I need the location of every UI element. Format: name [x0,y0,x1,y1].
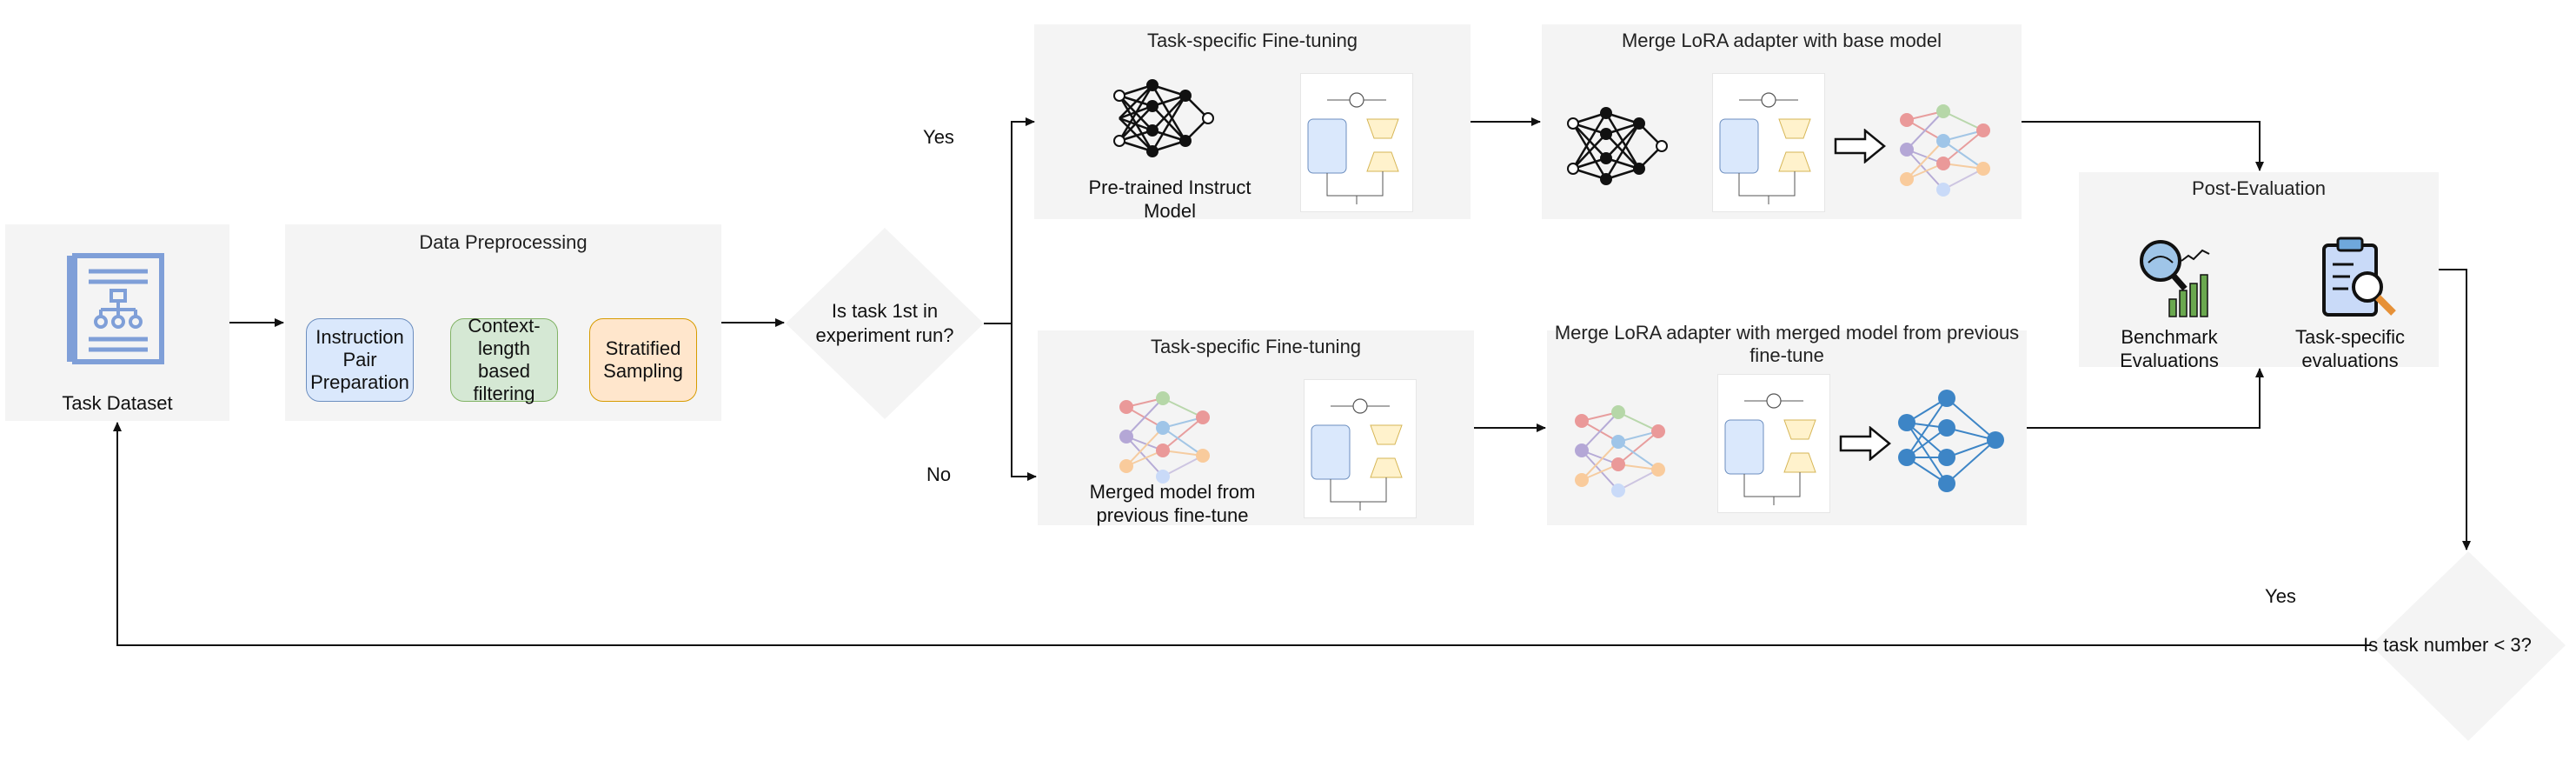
top-finetune-title: Task-specific Fine-tuning [1146,30,1358,51]
lora-diagram-icon [1307,92,1399,204]
top-merge-title: Merge LoRA adapter with base model [1621,30,1942,51]
task-dataset-panel: Task Dataset [5,224,229,421]
post-eval-title: Post-Evaluation [2191,177,2327,199]
lora-diagram-top-merge [1712,73,1825,212]
task-specific-label: Task-specific evaluations [2295,326,2405,371]
lora-diagram-icon [1724,393,1816,505]
arrow-top-merge-to-eval [2022,121,2264,171]
post-eval-panel: Post-Evaluation Benchmark Evaluations Ta… [2079,172,2439,371]
yes-label-2: Yes [2265,585,2296,607]
arrow-bottom-merge-to-eval [2027,368,2264,429]
document-hierarchy-icon [67,253,164,364]
decision1-label: Is task 1st in experiment run? [815,300,954,346]
pretrained-network-icon [1113,79,1214,157]
arrow-decision-yes [984,117,1035,324]
preprocessing-title: Data Preprocessing [419,231,588,253]
lora-diagram-top [1300,73,1413,212]
colored-network-icon [1900,104,1990,197]
bottom-finetune-title: Task-specific Fine-tuning [1150,336,1362,357]
arrow-eval-to-decision [2439,269,2471,550]
top-finetune-panel: Task-specific Fine-tuning Pre-trained In… [1034,24,1471,222]
clipboard-search-icon [2322,237,2396,317]
step-instruction-pair: Instruction Pair Preparation [306,318,414,402]
benchmark-label: Benchmark Evaluations [2120,326,2219,371]
step-stratified-sampling: Stratified Sampling [589,318,697,402]
bottom-finetune-panel: Task-specific Fine-tuning Merged model f… [1038,330,1474,526]
top-merge-panel: Merge LoRA adapter with base model [1542,24,2022,219]
bottom-merge-title: Merge LoRA adapter with merged model fro… [1554,322,2020,366]
no-label-1: No [926,464,952,485]
base-network-icon [1567,107,1668,185]
preprocessing-panel: Data Preprocessing Instruction Pair Prep… [285,224,721,421]
arrow-decision-no [1011,323,1037,481]
merged-network-icon [1575,405,1665,497]
lora-diagram-icon [1311,398,1403,510]
lora-diagram-icon [1719,92,1811,204]
lora-diagram-bottom-merge [1717,374,1830,513]
hollow-arrow-icon [1839,426,1891,461]
merged-network-icon [1119,391,1210,484]
bottom-merge-panel: Merge LoRA adapter with merged model fro… [1547,322,2027,525]
lora-diagram-bottom [1304,379,1417,518]
blue-network-icon [1898,390,2004,492]
step-context-length: Context-length based filtering [450,315,558,404]
decision2-label: Is task number < 3? [2363,634,2532,656]
yes-label-1: Yes [923,126,954,148]
pretrained-model-label: Pre-trained Instruct Model [1088,177,1251,222]
hollow-arrow-icon [1834,129,1886,163]
benchmark-chart-icon [2140,240,2210,317]
merged-model-label: Merged model from previous fine-tune [1089,481,1256,526]
task-dataset-label: Task Dataset [62,392,173,414]
